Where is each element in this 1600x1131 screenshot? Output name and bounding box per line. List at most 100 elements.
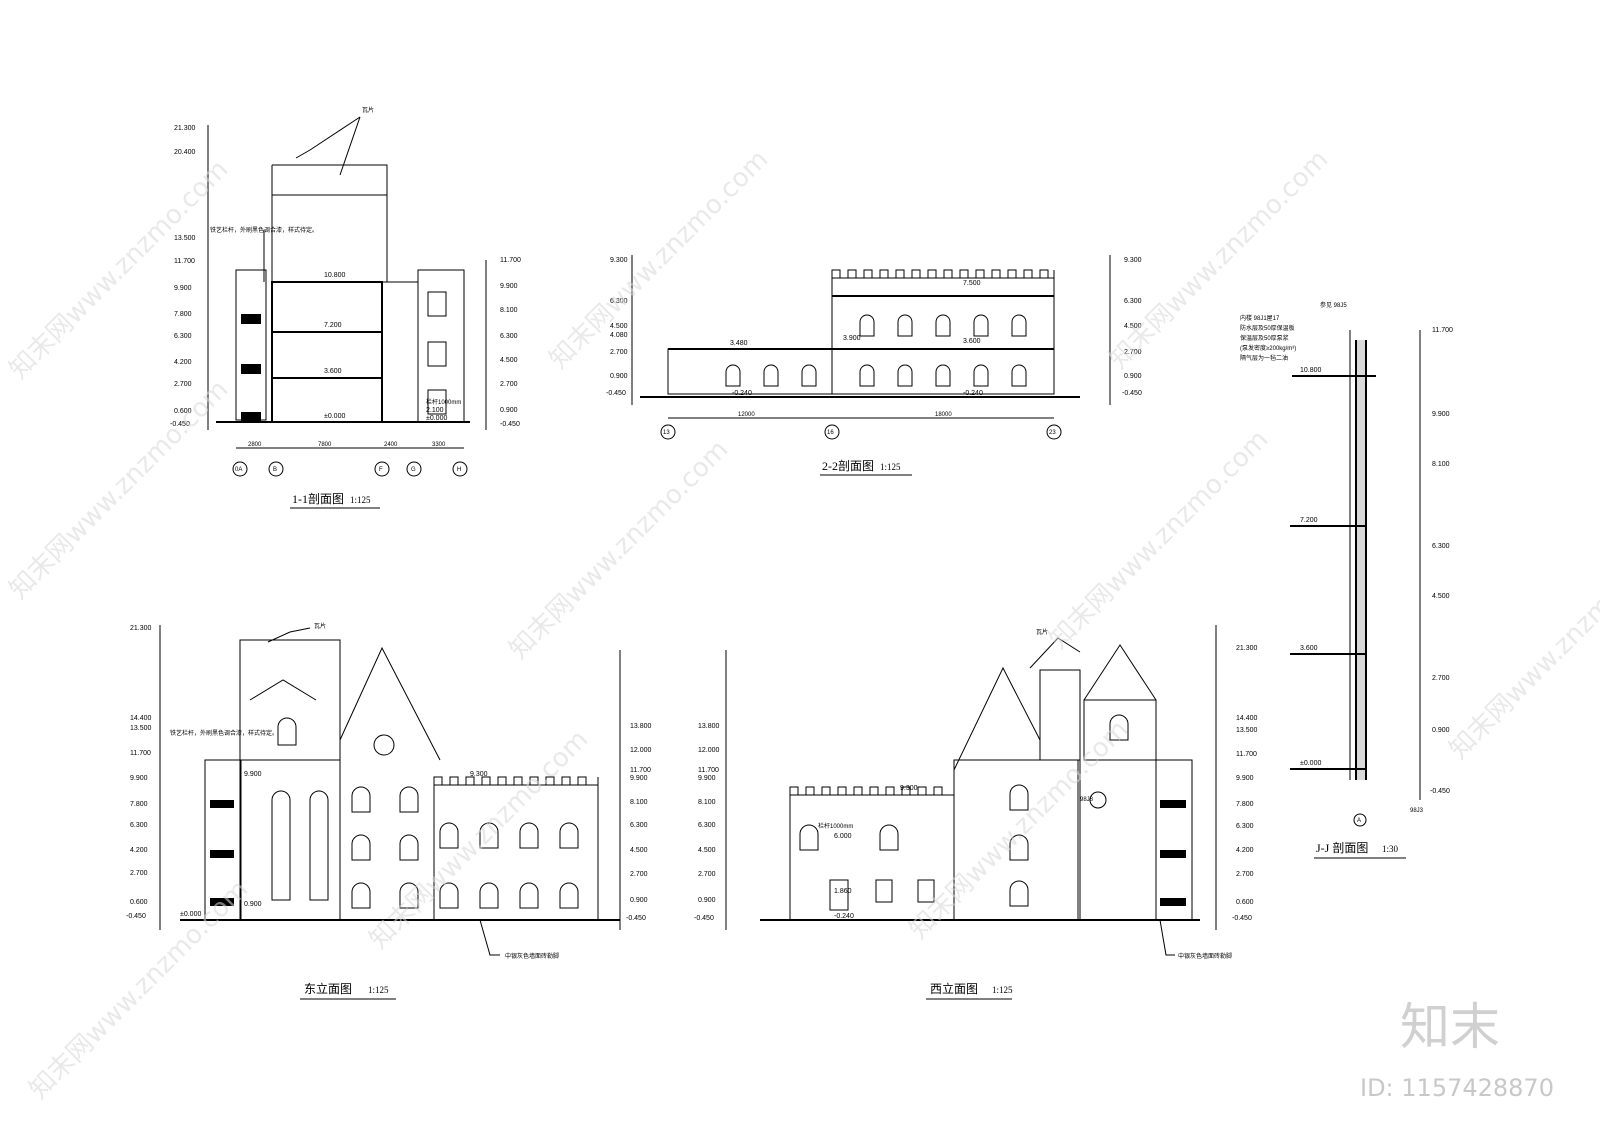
level-label: 2.700 xyxy=(130,870,148,877)
inner-level: 9.900 xyxy=(244,771,262,778)
inner-level: 1.860 xyxy=(834,888,852,895)
level-label: 4.080 xyxy=(610,332,628,339)
east-elevation-left-levels: 21.300 14.400 13.500 11.700 9.900 7.800 … xyxy=(126,625,152,920)
roof-note: 瓦片 xyxy=(362,106,374,114)
detail-ref: 参见 98J5 xyxy=(1320,301,1347,309)
watermark-text: 知末网www.znzmo.com xyxy=(504,434,735,665)
rail-note: 铁艺栏杆，外刷黑色调合漆，样式待定。 xyxy=(210,226,318,234)
level-label: 0.900 xyxy=(500,407,518,414)
level-label: 11.700 xyxy=(500,257,521,264)
level-label: 11.700 xyxy=(174,258,195,265)
west-elevation: 13.800 12.000 11.700 9.900 8.100 6.300 4… xyxy=(694,625,1258,1000)
section-j-j-notes: 内楼 98J1屋17 防水层及50厚保温板 保温层及50厚泵浆 (泵发密度≥20… xyxy=(1240,314,1296,362)
level-label: 14.400 xyxy=(1236,715,1258,722)
axis-label: 13 xyxy=(663,430,670,436)
level-label: 7.800 xyxy=(1236,801,1254,808)
drawing-scale: 1:125 xyxy=(368,985,389,995)
level-label: 9.900 xyxy=(698,775,716,782)
wall-note: 中银灰色墙面砖勒脚 xyxy=(505,952,559,960)
level-label: 14.400 xyxy=(130,715,152,722)
floor-label: 3.600 xyxy=(324,368,342,375)
level-label: 9.900 xyxy=(1236,775,1254,782)
level-label: -0.450 xyxy=(626,915,646,922)
level-label: -0.450 xyxy=(1122,390,1142,397)
dim-label: 2400 xyxy=(384,442,398,448)
level-label: 21.300 xyxy=(130,625,152,632)
level-label: 2.700 xyxy=(174,381,192,388)
level-label: 6.300 xyxy=(174,333,192,340)
drawing-scale: 1:125 xyxy=(350,495,371,505)
level-label: 9.300 xyxy=(1124,257,1142,264)
level-label: 2.700 xyxy=(1124,349,1142,356)
level-label: 21.300 xyxy=(1236,645,1258,652)
drawing-title: 西立面图 xyxy=(930,981,978,996)
level-label: 4.500 xyxy=(1124,323,1142,330)
level-label: 2.700 xyxy=(630,871,648,878)
level-label: 9.900 xyxy=(174,285,192,292)
level-label: 8.100 xyxy=(698,799,716,806)
level-label: 9.300 xyxy=(610,257,628,264)
level-label: 7.800 xyxy=(174,311,192,318)
level-label: 0.900 xyxy=(610,373,628,380)
level-label: 6.300 xyxy=(698,822,716,829)
level-label: ±0.000 xyxy=(1300,760,1321,767)
level-label: 6.300 xyxy=(1236,823,1254,830)
battlement xyxy=(831,269,1055,279)
inner-level: 9.300 xyxy=(470,771,488,778)
section-j-j: 内楼 98J1屋17 防水层及50厚保温板 保温层及50厚泵浆 (泵发密度≥20… xyxy=(1240,301,1453,859)
drawing-scale: 1:125 xyxy=(992,985,1013,995)
level-label: 9.900 xyxy=(130,775,148,782)
east-wing-windows xyxy=(439,822,579,909)
detail-note: (泵发密度≥200kg/m³) xyxy=(1240,344,1296,352)
level-label: 20.400 xyxy=(174,149,196,156)
rail-note: 铁艺栏杆，外刷黑色调合漆，样式待定。 xyxy=(170,729,278,737)
level-label: 4.200 xyxy=(1236,847,1254,854)
drawing-title: 2-2剖面图 xyxy=(822,459,874,473)
floor-label: 7.500 xyxy=(963,280,981,287)
west-elevation-left-levels: 13.800 12.000 11.700 9.900 8.100 6.300 4… xyxy=(694,723,720,922)
inner-level: -0.240 xyxy=(834,913,854,920)
wall-note: 中银灰色墙面砖勒脚 xyxy=(1178,952,1232,960)
axis-label: 23 xyxy=(1049,430,1056,436)
level-label: 7.200 xyxy=(1300,517,1318,524)
dim-label: 7800 xyxy=(318,442,332,448)
level-label: 13.500 xyxy=(130,725,152,732)
level-label: 0.600 xyxy=(130,899,148,906)
floor-label: -0.240 xyxy=(732,390,752,397)
axis-label: A xyxy=(1357,818,1361,824)
level-label: -0.450 xyxy=(606,390,626,397)
axis-label: H xyxy=(457,467,461,473)
rail-height: 栏杆1000mm xyxy=(426,398,461,406)
inner-level: 9.300 xyxy=(900,785,918,792)
floor-label: ±0.000 xyxy=(324,413,345,420)
section-1-1: 21.300 20.400 13.500 11.700 9.900 7.800 … xyxy=(170,106,521,509)
level-label: 10.800 xyxy=(1300,367,1322,374)
level-label: 8.100 xyxy=(1432,461,1450,468)
section-1-1-axes: 0A B F G H xyxy=(232,461,468,477)
inner-level: ±0.000 xyxy=(180,911,201,918)
roof-note: 瓦片 xyxy=(1036,628,1048,636)
level-label: 9.900 xyxy=(1432,411,1450,418)
level-label: 4.500 xyxy=(698,847,716,854)
level-label: -0.450 xyxy=(500,421,520,428)
level-label: 11.700 xyxy=(1432,327,1453,334)
level-label: 0.600 xyxy=(1236,899,1254,906)
axis-label: G xyxy=(411,467,416,473)
level-label: 0.900 xyxy=(1124,373,1142,380)
level-label: 4.500 xyxy=(500,357,518,364)
level-label: -0.450 xyxy=(1232,915,1252,922)
level-label: 3.600 xyxy=(1300,645,1318,652)
level-label: 21.300 xyxy=(174,125,196,132)
watermark-text: 知末网www.znzmo.com xyxy=(4,154,235,385)
floor-label: ±0.000 xyxy=(426,415,447,422)
level-label: 6.300 xyxy=(610,298,628,305)
level-label: 2.700 xyxy=(1432,675,1450,682)
floor-label: 3.900 xyxy=(843,335,861,342)
roof-note: 瓦片 xyxy=(314,622,326,630)
level-label: 4.200 xyxy=(174,359,192,366)
level-label: 0.900 xyxy=(698,897,716,904)
image-id: ID: 1157428870 xyxy=(1360,1074,1554,1102)
level-label: 6.300 xyxy=(500,333,518,340)
axis-label: B xyxy=(273,467,277,473)
section-2-2-right-levels: 9.300 6.300 4.500 2.700 0.900 -0.450 xyxy=(1122,257,1142,397)
